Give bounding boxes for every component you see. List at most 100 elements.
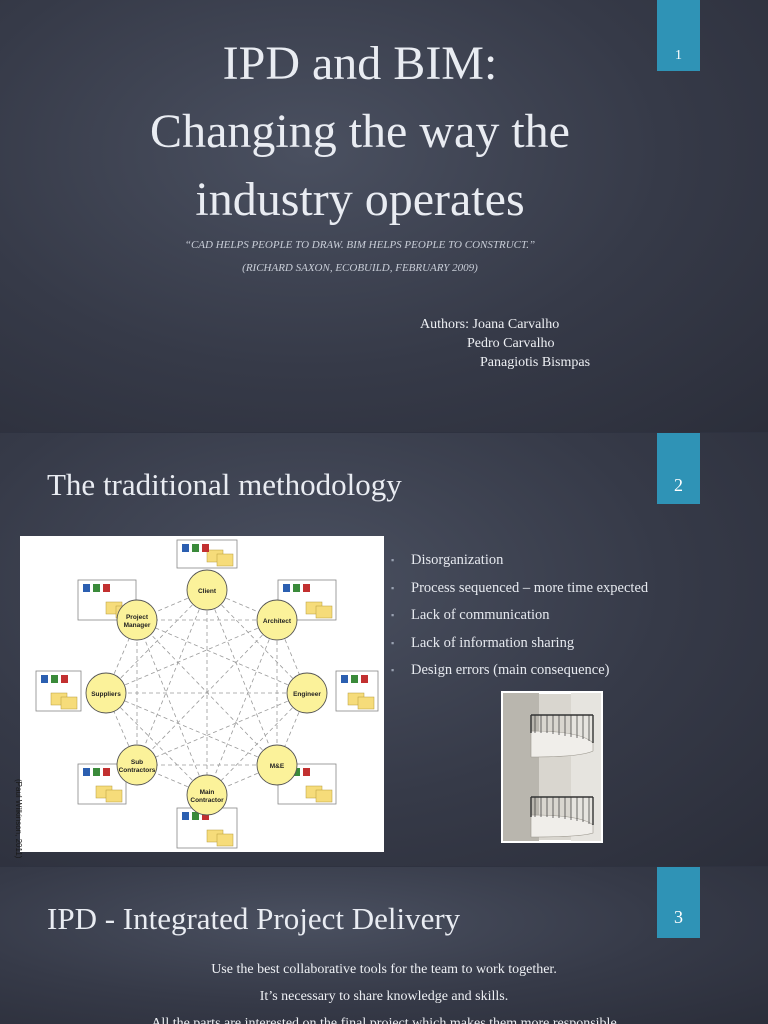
file-icon <box>303 768 310 776</box>
document-box <box>35 670 82 712</box>
node-label: Project <box>126 614 149 621</box>
connection-line <box>136 589 208 766</box>
node-label: Architect <box>263 618 292 625</box>
folder-icon <box>105 789 123 803</box>
title-line-2: Changing the way the <box>150 105 570 158</box>
folder-icon <box>216 553 234 567</box>
bullet-square-icon: ▪ <box>391 555 395 565</box>
connection-line <box>136 619 308 694</box>
node-label: Engineer <box>293 691 321 698</box>
body-line-3: All the parts are interested on the fina… <box>151 1016 617 1024</box>
folder-icon <box>216 833 234 847</box>
slide-title: The traditional methodology <box>47 467 402 502</box>
connection-line <box>136 619 208 796</box>
bullet-item: ▪Disorganization <box>391 552 504 568</box>
stakeholder-node: M&E <box>256 744 298 786</box>
presentation-title: IPD and BIM: Changing the way the indust… <box>90 30 630 234</box>
diagram-credit: (Paul Wilkinson, 2011) <box>14 779 23 859</box>
slide-3: 3 IPD - Integrated Project Delivery Use … <box>0 867 768 1024</box>
file-icon <box>182 544 189 552</box>
node-label: Manager <box>124 622 151 629</box>
quote: “CAD HELPS PEOPLE TO DRAW. BIM HELPS PEO… <box>184 239 536 251</box>
stakeholder-node: Engineer <box>286 672 328 714</box>
bullet-item: ▪Lack of information sharing <box>391 634 575 651</box>
bullet-item: ▪Design errors (main consequence) <box>391 662 610 678</box>
connection-line <box>206 619 278 796</box>
slide-number: 1 <box>657 0 700 71</box>
slide-1: 1 IPD and BIM: Changing the way the indu… <box>0 0 768 432</box>
file-icon <box>41 675 48 683</box>
bullet-square-icon: ▪ <box>391 637 395 648</box>
node-label: Main <box>200 789 215 796</box>
node-label: Client <box>198 588 217 595</box>
file-icon <box>103 584 110 592</box>
stakeholder-node: Client <box>186 569 228 611</box>
connection-line <box>105 692 278 766</box>
connection-lines <box>105 589 308 796</box>
file-icon <box>293 584 300 592</box>
folder-icon <box>357 696 375 710</box>
file-icon <box>283 584 290 592</box>
folder-icon <box>60 696 78 710</box>
file-icon <box>303 584 310 592</box>
file-icon <box>361 675 368 683</box>
file-icon <box>202 812 209 820</box>
connection-line <box>105 619 278 694</box>
file-icon <box>103 768 110 776</box>
bullet-item: ▪Lack of communication <box>391 607 550 623</box>
node-label: Contractor <box>190 797 224 804</box>
folder-icon <box>315 605 333 619</box>
document-box <box>176 539 238 569</box>
file-icon <box>192 812 199 820</box>
file-icon <box>202 544 209 552</box>
bullet-list: ▪Disorganization ▪Process sequenced – mo… <box>390 550 648 688</box>
network-diagram-svg: ClientArchitectEngineerM&EMainContractor… <box>35 539 379 849</box>
file-icon <box>83 584 90 592</box>
author-line-3: Panagiotis Bismpas <box>480 355 591 370</box>
bullet-square-icon: ▪ <box>391 610 395 620</box>
title-line-3: industry operates <box>195 173 525 226</box>
file-icon <box>61 675 68 683</box>
connection-line <box>136 692 308 766</box>
connection-line <box>105 692 208 796</box>
author-line-1: Authors: Joana Carvalho <box>420 317 560 332</box>
document-boxes <box>35 539 379 849</box>
body-line-1: Use the best collaborative tools for the… <box>211 962 557 977</box>
file-icon <box>93 768 100 776</box>
document-box <box>77 763 127 805</box>
file-icon <box>93 584 100 592</box>
connection-line <box>206 589 308 694</box>
document-box <box>277 763 337 805</box>
bullet-square-icon: ▪ <box>391 582 395 593</box>
title-line-1: IPD and BIM: <box>222 37 498 90</box>
file-icon <box>83 768 90 776</box>
stakeholder-node: Architect <box>256 599 298 641</box>
file-icon <box>51 675 58 683</box>
file-icon <box>192 544 199 552</box>
file-icon <box>341 675 348 683</box>
file-icon <box>182 812 189 820</box>
document-box <box>335 670 379 712</box>
balcony-image <box>502 692 602 842</box>
folder-icon <box>315 789 333 803</box>
stakeholder-node: Suppliers <box>85 672 127 714</box>
bullet-item: ▪Process sequenced – more time expected <box>391 579 649 596</box>
bullet-square-icon: ▪ <box>391 665 395 675</box>
connection-line <box>136 619 278 766</box>
connection-line <box>105 589 208 694</box>
slide-number: 2 <box>657 433 700 504</box>
author-line-2: Pedro Carvalho <box>467 336 555 351</box>
file-icon <box>293 768 300 776</box>
node-label: Contractors <box>119 767 156 774</box>
slide-title: IPD - Integrated Project Delivery <box>47 901 461 936</box>
slide-number: 3 <box>657 867 700 938</box>
stakeholder-nodes: ClientArchitectEngineerM&EMainContractor… <box>85 569 328 816</box>
file-icon <box>351 675 358 683</box>
node-label: M&E <box>270 763 285 770</box>
body-line-2: It’s necessary to share knowledge and sk… <box>259 989 509 1004</box>
balcony-photo <box>501 691 603 843</box>
